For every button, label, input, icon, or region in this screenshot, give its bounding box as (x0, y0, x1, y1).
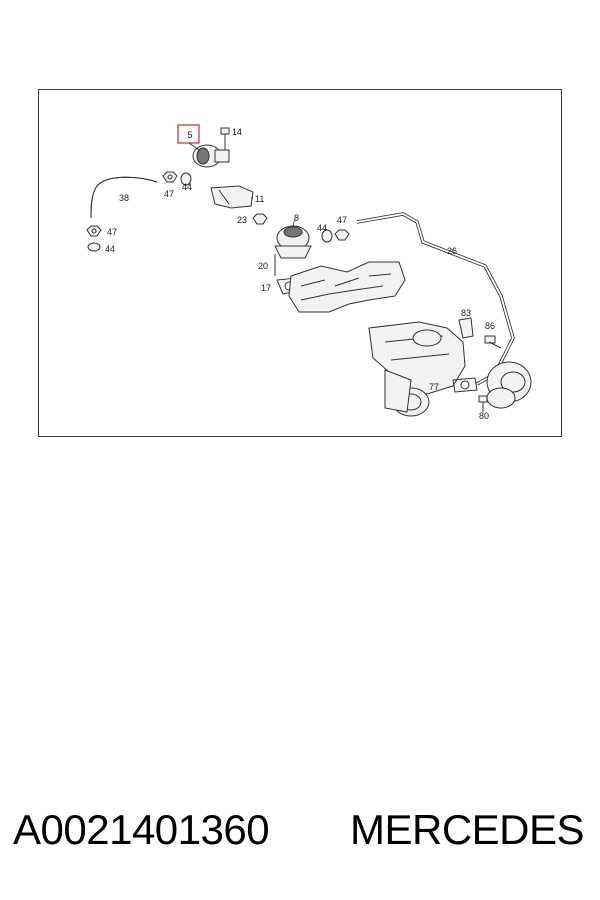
parts-diagram: 5 14 38 47 44 (86, 124, 532, 421)
callout-83[interactable]: 83 (461, 308, 471, 318)
exhaust-manifold (368, 321, 466, 417)
gasket-77 (452, 377, 478, 393)
egr-valve-part-8 (274, 217, 312, 259)
washer-44-center (321, 229, 333, 243)
washer-44-left (87, 242, 101, 252)
highlight-box-part-5 (177, 124, 200, 144)
part-number: A0021401360 (13, 806, 270, 853)
turbo-outlet (486, 361, 532, 409)
callout-44-top[interactable]: 44 (182, 182, 192, 192)
callout-11[interactable]: 11 (255, 194, 264, 204)
bolt-86 (484, 335, 502, 349)
callout-26[interactable]: 26 (447, 246, 457, 256)
callout-23[interactable]: 23 (237, 215, 247, 225)
callout-14[interactable]: 14 (232, 127, 242, 137)
callout-80[interactable]: 80 (479, 411, 489, 421)
callout-17[interactable]: 17 (261, 283, 271, 293)
brand-name: MERCEDES (350, 806, 585, 853)
callout-5[interactable]: 5 (187, 130, 192, 140)
callout-44-left[interactable]: 44 (105, 244, 115, 254)
callout-44-center[interactable]: 44 (317, 223, 327, 233)
callout-20[interactable]: 20 (258, 261, 268, 271)
callout-47-left[interactable]: 47 (107, 227, 117, 237)
bracket-11 (210, 185, 254, 209)
bolt-14 (220, 127, 230, 150)
nut-23 (252, 213, 268, 225)
callout-47-center[interactable]: 47 (337, 215, 347, 225)
callout-8[interactable]: 8 (294, 213, 299, 223)
nut-47-top (162, 171, 178, 183)
parts-diagram-frame: 5 14 38 47 44 (38, 89, 562, 437)
intake-manifold (288, 261, 406, 313)
vacuum-valve-part-5 (188, 142, 230, 168)
callout-47-top[interactable]: 47 (164, 189, 174, 199)
bolt-80 (478, 395, 488, 412)
bracket-83 (458, 317, 474, 339)
callout-38[interactable]: 38 (119, 193, 129, 203)
washer-44-top (180, 172, 192, 186)
nut-47-center (334, 229, 350, 241)
callout-86[interactable]: 86 (485, 321, 495, 331)
callout-77[interactable]: 77 (429, 382, 439, 392)
nut-47-left (86, 225, 102, 237)
